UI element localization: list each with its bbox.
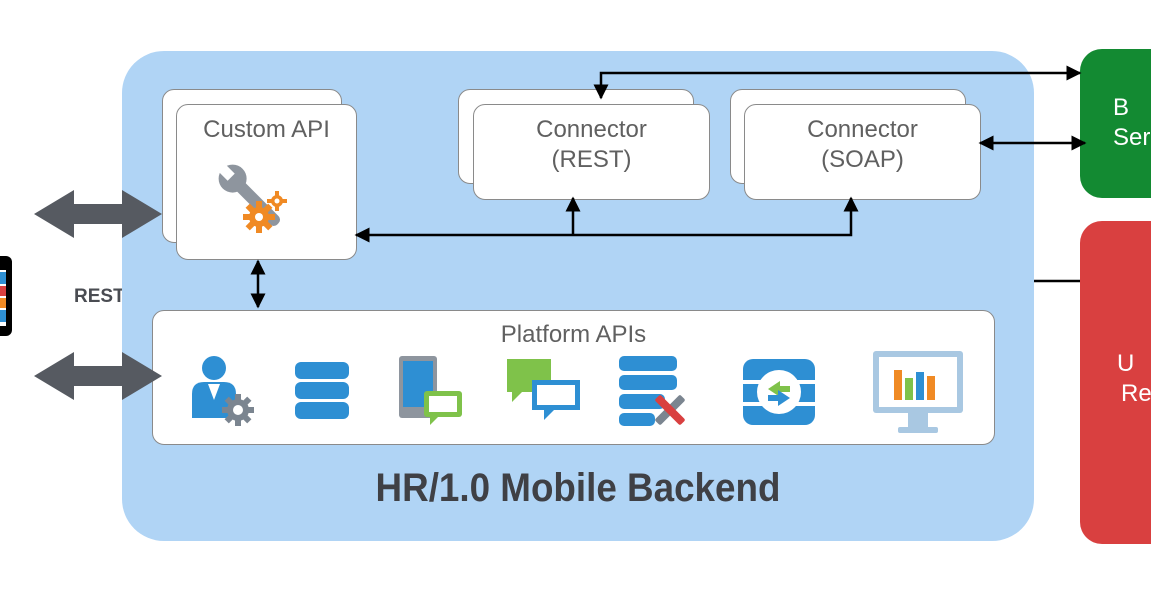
external-service-box: B Ser — [1080, 49, 1151, 198]
backend-title: HR/1.0 Mobile Backend — [375, 466, 781, 510]
external-service-label-line2: Ser — [1113, 124, 1151, 151]
database-tools-icon — [619, 356, 685, 426]
collaboration-chat-icon — [507, 359, 580, 420]
user-management-icon — [192, 356, 254, 426]
analytics-icon — [873, 351, 963, 433]
platform-apis-panel: Platform APIs — [152, 310, 995, 445]
connector-soap-title-line1: Connector — [807, 116, 918, 143]
custom-api-card: Custom API — [176, 104, 357, 260]
connector-soap-title-line2: (SOAP) — [821, 146, 904, 173]
device-notifications-icon — [399, 356, 462, 425]
custom-api-title: Custom API — [203, 116, 330, 143]
platform-apis-title: Platform APIs — [500, 321, 647, 348]
rest-label: REST — [74, 286, 125, 307]
storage-icon — [295, 362, 349, 419]
external-resource-box: U Re — [1080, 221, 1151, 544]
connector-soap-card: Connector (SOAP) — [744, 104, 981, 200]
wrench-gears-icon — [217, 163, 287, 233]
connector-rest-title-line1: Connector — [536, 116, 647, 143]
sync-icon — [743, 359, 815, 425]
connector-rest-card: Connector (REST) — [473, 104, 710, 200]
connector-rest-title-line2: (REST) — [551, 146, 632, 173]
mobile-device — [0, 256, 12, 336]
external-service-label-line1: B — [1113, 94, 1130, 121]
double-arrow-lower — [34, 352, 162, 400]
external-resource-label-line1: U — [1117, 350, 1135, 377]
double-arrow-upper — [34, 190, 162, 238]
external-resource-label-line2: Re — [1121, 380, 1151, 407]
